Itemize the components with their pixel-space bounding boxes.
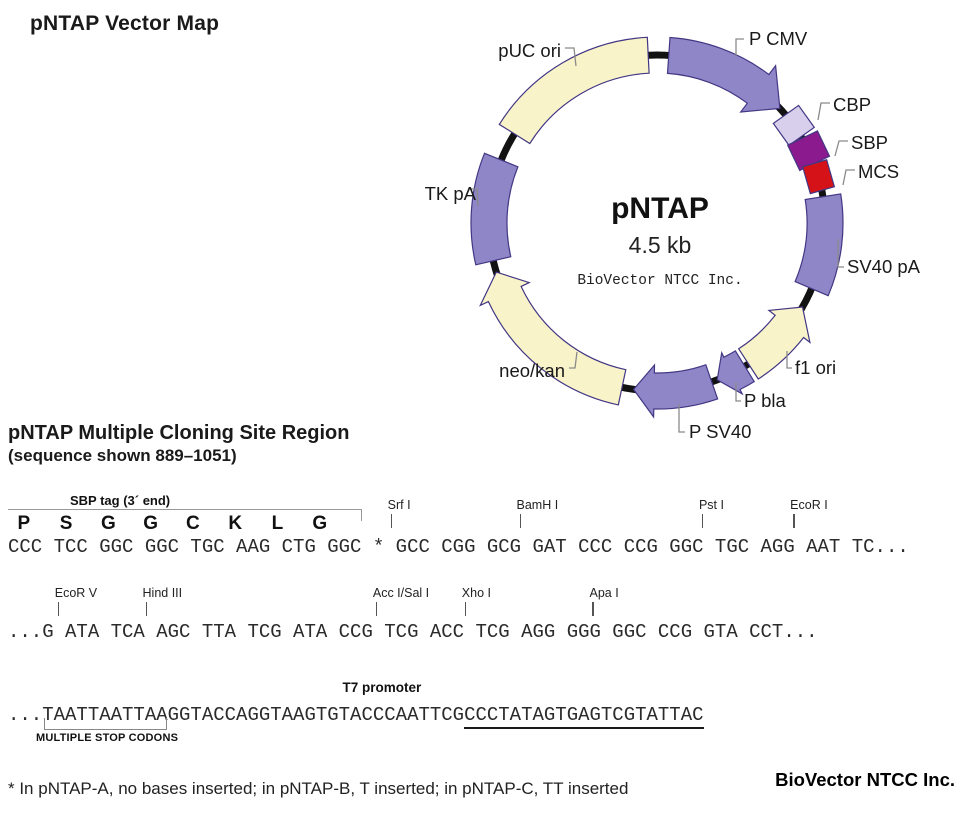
company-brand: BioVector NTCC Inc. (775, 769, 955, 790)
enzyme-site-pst-i: Pst I (699, 498, 724, 528)
enzyme-site-bamh-i: BamH I (517, 498, 558, 528)
enzyme-site-xho-i: Xho I (462, 586, 491, 616)
plasmid-name: pNTAP (611, 192, 709, 225)
mcs-box (801, 159, 836, 195)
mcs-sequence-line2: EcoR V Hind III Acc I/Sal I Xho I Apa I … (0, 584, 962, 654)
sbp-label: SBP (851, 132, 888, 153)
p-cmv-label: P CMV (749, 28, 808, 49)
neo-kan-connector (569, 351, 578, 369)
mcs-label: MCS (858, 161, 899, 182)
amino-acid: G (143, 513, 159, 534)
mcs-sequence-line1: SBP tag (3´ end) P S G G C K L G Srf I B… (0, 493, 962, 566)
dna-sequence-line1: CCC TCC GGC GGC TGC AAG CTG GGC * GCC CG… (8, 536, 909, 558)
t7-promoter-label: T7 promoter (342, 680, 422, 695)
f1-ori-label: f1 ori (795, 357, 836, 378)
enzyme-tick (793, 514, 795, 528)
sbp-tag-label: SBP tag (3´ end) (69, 493, 171, 508)
enzyme-tick (375, 602, 378, 616)
enzyme-tick (145, 602, 148, 616)
p-bla-label: P bla (744, 390, 787, 411)
tk-pa-band (470, 152, 519, 266)
page-title: pNTAP Vector Map (30, 12, 220, 35)
sbp-connector (834, 140, 848, 157)
f1-ori-arrow (737, 306, 811, 380)
p-sv40-label: P SV40 (689, 421, 751, 442)
amino-acid: G (100, 513, 116, 534)
neo-kan-arrow (479, 271, 627, 406)
cbp-connector (817, 102, 830, 121)
enzyme-site-hind-iii: Hind III (143, 586, 182, 616)
p-bla-arrow (716, 350, 756, 396)
sv40-pa-label: SV40 pA (847, 256, 921, 277)
mcs-region-subtitle: (sequence shown 889–1051) (8, 446, 237, 465)
enzyme-site-ecor-v: EcoR V (55, 586, 97, 616)
puc-ori-connector (565, 47, 577, 67)
amino-acid: K (228, 513, 243, 534)
amino-acid: G (312, 513, 328, 534)
plasmid-size: 4.5 kb (629, 232, 692, 258)
enzyme-tick (390, 514, 393, 528)
enzyme-tick (519, 514, 522, 528)
stop-codon-sequence: ...TAATTAATTAAGGTACCAGGTAAGTGTACCCAATTCG (8, 704, 465, 726)
enzyme-site-ecor-i: EcoR I (790, 498, 828, 528)
neo-kan-label: neo/kan (499, 360, 565, 381)
amino-acid: C (186, 513, 200, 534)
mcs-sequence-line3: T7 promoter ...TAATTAATTAAGGTACCAGGTAAGT… (0, 678, 962, 778)
p-bla-connector (735, 382, 741, 402)
cbp-box (772, 104, 816, 147)
cbp-label: CBP (833, 94, 871, 115)
dna-sequence-line3: ...TAATTAATTAAGGTACCAGGTAAGTGTACCCAATTCG… (8, 704, 704, 729)
mcs-region-title: pNTAP Multiple Cloning Site Region (8, 422, 350, 444)
enzyme-site-acc-i-sal-i: Acc I/Sal I (373, 586, 429, 616)
p-sv40-arrow (632, 363, 719, 419)
plasmid-map: P CMV CBP SBP MCS SV40 pA f1 ori P bla P… (425, 28, 921, 442)
sv40-pa-band (794, 193, 844, 297)
enzyme-tick (701, 514, 704, 528)
enzyme-tick (57, 602, 60, 616)
amino-acid: S (59, 513, 73, 534)
sv40-pa-connector (837, 239, 844, 268)
insert-variants-footnote: * In pNTAP-A, no bases inserted; in pNTA… (8, 779, 629, 798)
sbp-tag-bracket (8, 509, 363, 521)
p-cmv-arrow (666, 36, 781, 113)
tk-pa-label: TK pA (425, 183, 477, 204)
multiple-stop-codons-bracket (44, 718, 168, 730)
enzyme-tick (464, 602, 467, 616)
amino-acid: L (271, 513, 284, 534)
enzyme-tick (592, 602, 594, 616)
puc-ori-label: pUC ori (498, 40, 561, 61)
p-sv40-connector (678, 404, 685, 433)
amino-acid: P (17, 513, 31, 534)
plasmid-feature-shapes (470, 36, 844, 419)
enzyme-site-srf-i: Srf I (388, 498, 411, 528)
mcs-connector (842, 169, 855, 186)
enzyme-site-apa-i: Apa I (589, 586, 619, 616)
multiple-stop-codons-label: MULTIPLE STOP CODONS (36, 732, 179, 744)
tk-pa-connector (469, 188, 479, 207)
puc-ori-band (498, 36, 650, 145)
t7-promoter-sequence: CCCTATAGTGAGTCGTATTAC (464, 704, 704, 729)
f1-ori-connector (786, 351, 792, 369)
p-cmv-connector (735, 38, 744, 56)
plasmid-center-brand: BioVector NTCC Inc. (577, 273, 742, 289)
dna-sequence-line2: ...G ATA TCA AGC TTA TCG ATA CCG TCG ACC… (8, 621, 818, 643)
